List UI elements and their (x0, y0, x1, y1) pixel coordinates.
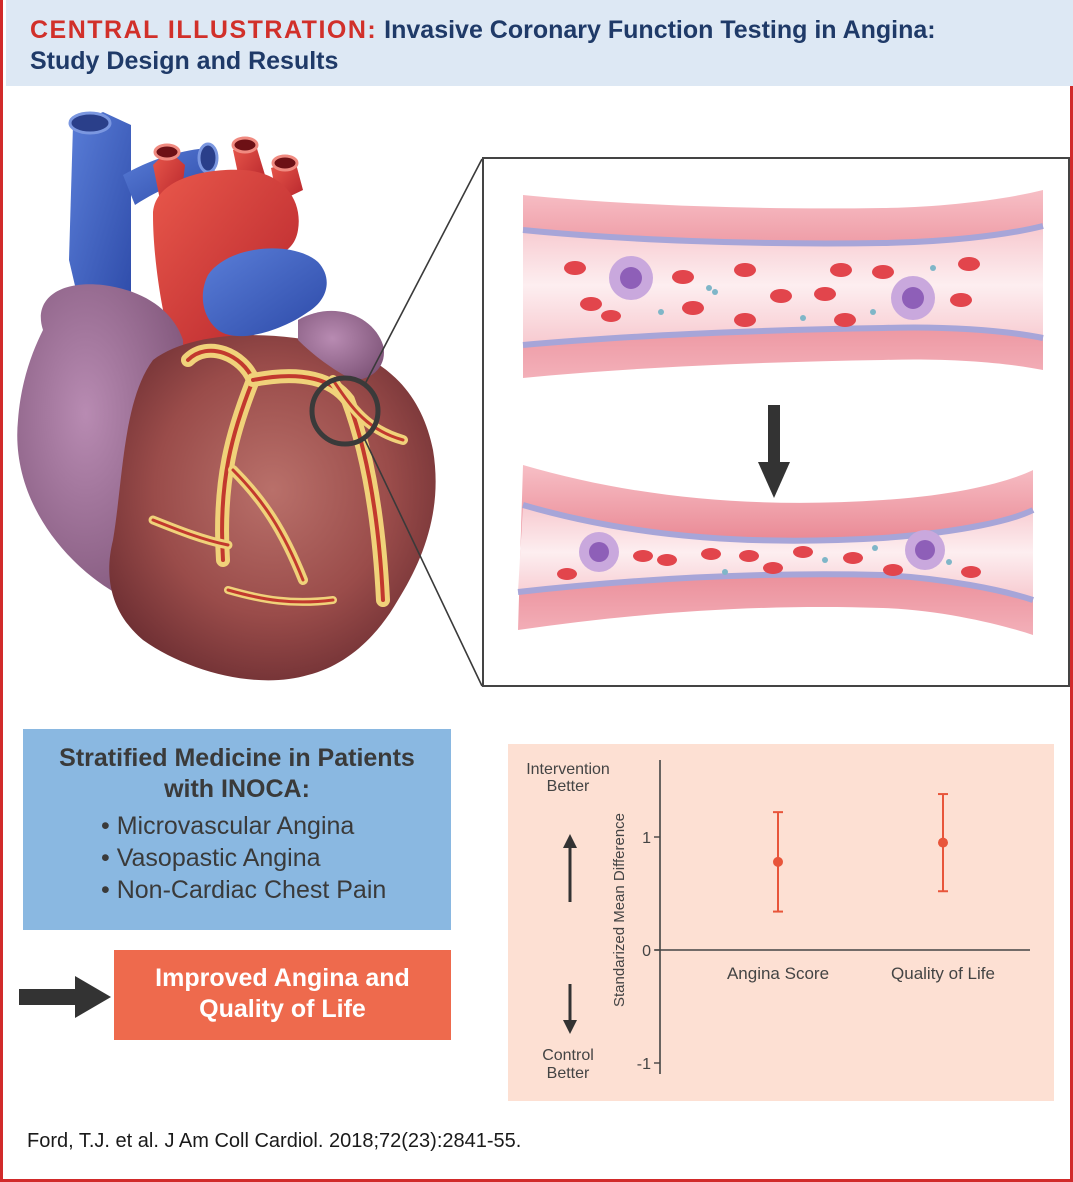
y-axis-label: Standarized Mean Difference (611, 813, 628, 1007)
forest-plot: Standarized Mean Difference Intervention… (526, 760, 1030, 1082)
annotation-bottom-line-2: Better (547, 1065, 590, 1082)
y-tick-label: 0 (642, 943, 651, 960)
citation: Ford, T.J. et al. J Am Coll Cardiol. 201… (27, 1130, 522, 1152)
heart-illustration (17, 111, 436, 681)
list-item: Microvascular Angina (101, 810, 386, 842)
vessel-zoom-panel (482, 157, 1070, 687)
stratified-title-line-1: Stratified Medicine in Patients (59, 744, 415, 772)
header-title-line-2: Study Design and Results (30, 47, 339, 75)
header-prefix: CENTRAL ILLUSTRATION: (30, 16, 378, 44)
data-point (938, 837, 948, 848)
up-arrow-icon (563, 834, 577, 902)
zoom-connector-top (364, 158, 483, 385)
category-label: Quality of Life (891, 964, 995, 983)
header: CENTRAL ILLUSTRATION: Invasive Coronary … (6, 0, 1073, 86)
constricted-vessel-illustration (517, 465, 1035, 635)
annotation-bottom-line-1: Control (542, 1047, 594, 1064)
stratified-title-line-2: with INOCA: (164, 775, 310, 803)
artwork (17, 111, 483, 687)
list-item: Vasopastic Angina (101, 842, 386, 874)
vessel-illustrations (517, 190, 1044, 635)
result-line-2: Quality of Life (199, 995, 366, 1023)
list-item: Non-Cardiac Chest Pain (101, 874, 387, 906)
category-label: Angina Score (727, 964, 829, 983)
y-tick-label: 1 (642, 830, 651, 847)
coronary-artery-zoom-circle (309, 375, 381, 447)
stratified-title: Stratified Medicine in Patients with INO… (23, 743, 451, 805)
result-line-1: Improved Angina and (155, 964, 410, 992)
data-marks: Angina Score Quality of Life (727, 793, 995, 983)
normal-vessel-illustration (522, 190, 1044, 378)
data-point (773, 856, 783, 867)
right-arrow-icon (19, 976, 111, 1018)
zoom-connector-bottom (364, 439, 483, 687)
down-arrow-small-icon (563, 984, 577, 1034)
y-ticks: -1 0 1 (637, 830, 660, 1073)
stratified-medicine-box: Stratified Medicine in Patients with INO… (23, 729, 451, 930)
header-line-1: CENTRAL ILLUSTRATION: Invasive Coronary … (30, 14, 1073, 46)
header-title-line-1: Invasive Coronary Function Testing in An… (384, 16, 936, 44)
result-box: Improved Angina and Quality of Life (114, 950, 451, 1040)
stratified-list: Microvascular Angina Vasopastic Angina N… (101, 810, 387, 906)
y-tick-label: -1 (637, 1056, 651, 1073)
annotation-top-line-2: Better (547, 778, 590, 795)
annotation-top-line-1: Intervention (526, 761, 610, 778)
chart-panel: Standarized Mean Difference Intervention… (508, 744, 1054, 1101)
down-arrow-icon (758, 405, 790, 498)
